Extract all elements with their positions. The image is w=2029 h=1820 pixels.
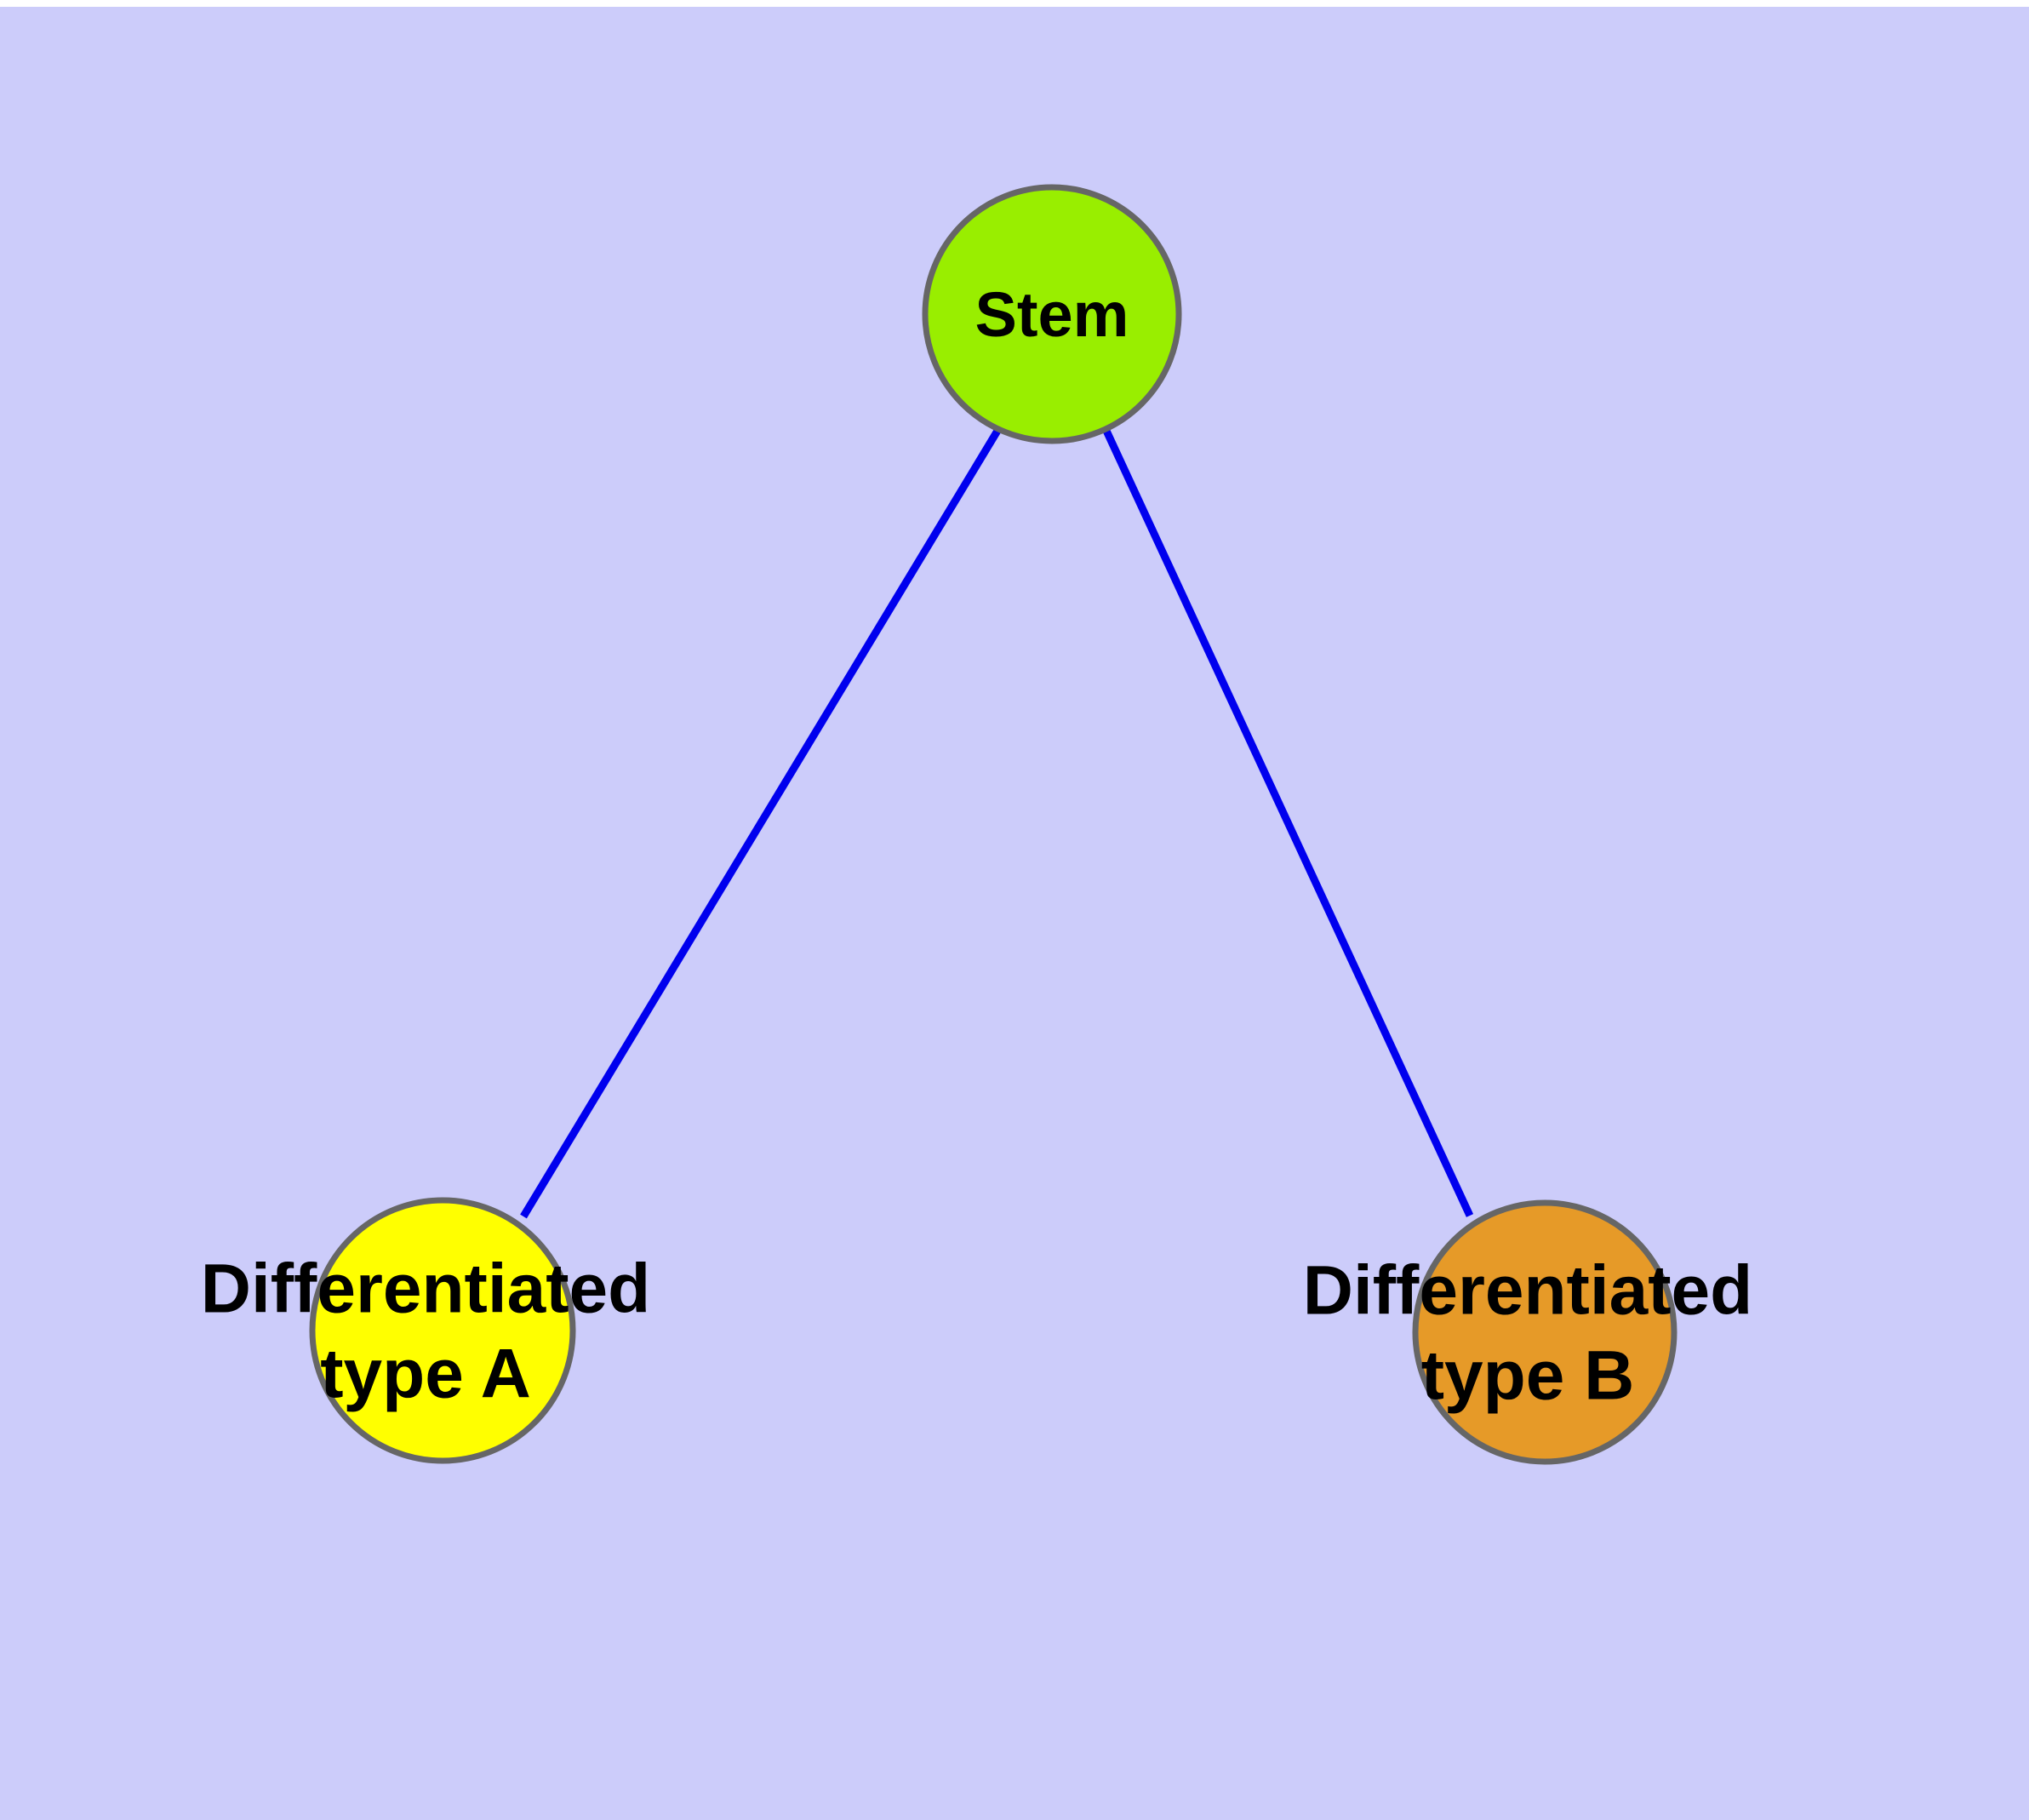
node-label-stem: Stem	[975, 279, 1129, 350]
node-stem[interactable]	[922, 184, 1182, 444]
node-label-diff_a: Differentiated type A	[201, 1251, 651, 1413]
node-label-line: Stem	[975, 279, 1129, 350]
edge-stem-diff_b	[1102, 429, 1474, 1217]
edge-stem-diff_a	[520, 428, 1001, 1219]
node-diff_a[interactable]	[309, 1197, 576, 1464]
node-label-line: Differentiated	[1303, 1252, 1753, 1330]
edges-group	[520, 428, 1474, 1219]
nodes-group	[309, 184, 1677, 1465]
node-label-line: Differentiated	[201, 1251, 651, 1328]
node-label-line: type B	[1421, 1337, 1635, 1415]
node-diff_b[interactable]	[1412, 1199, 1677, 1465]
node-label-line: type A	[320, 1336, 531, 1413]
